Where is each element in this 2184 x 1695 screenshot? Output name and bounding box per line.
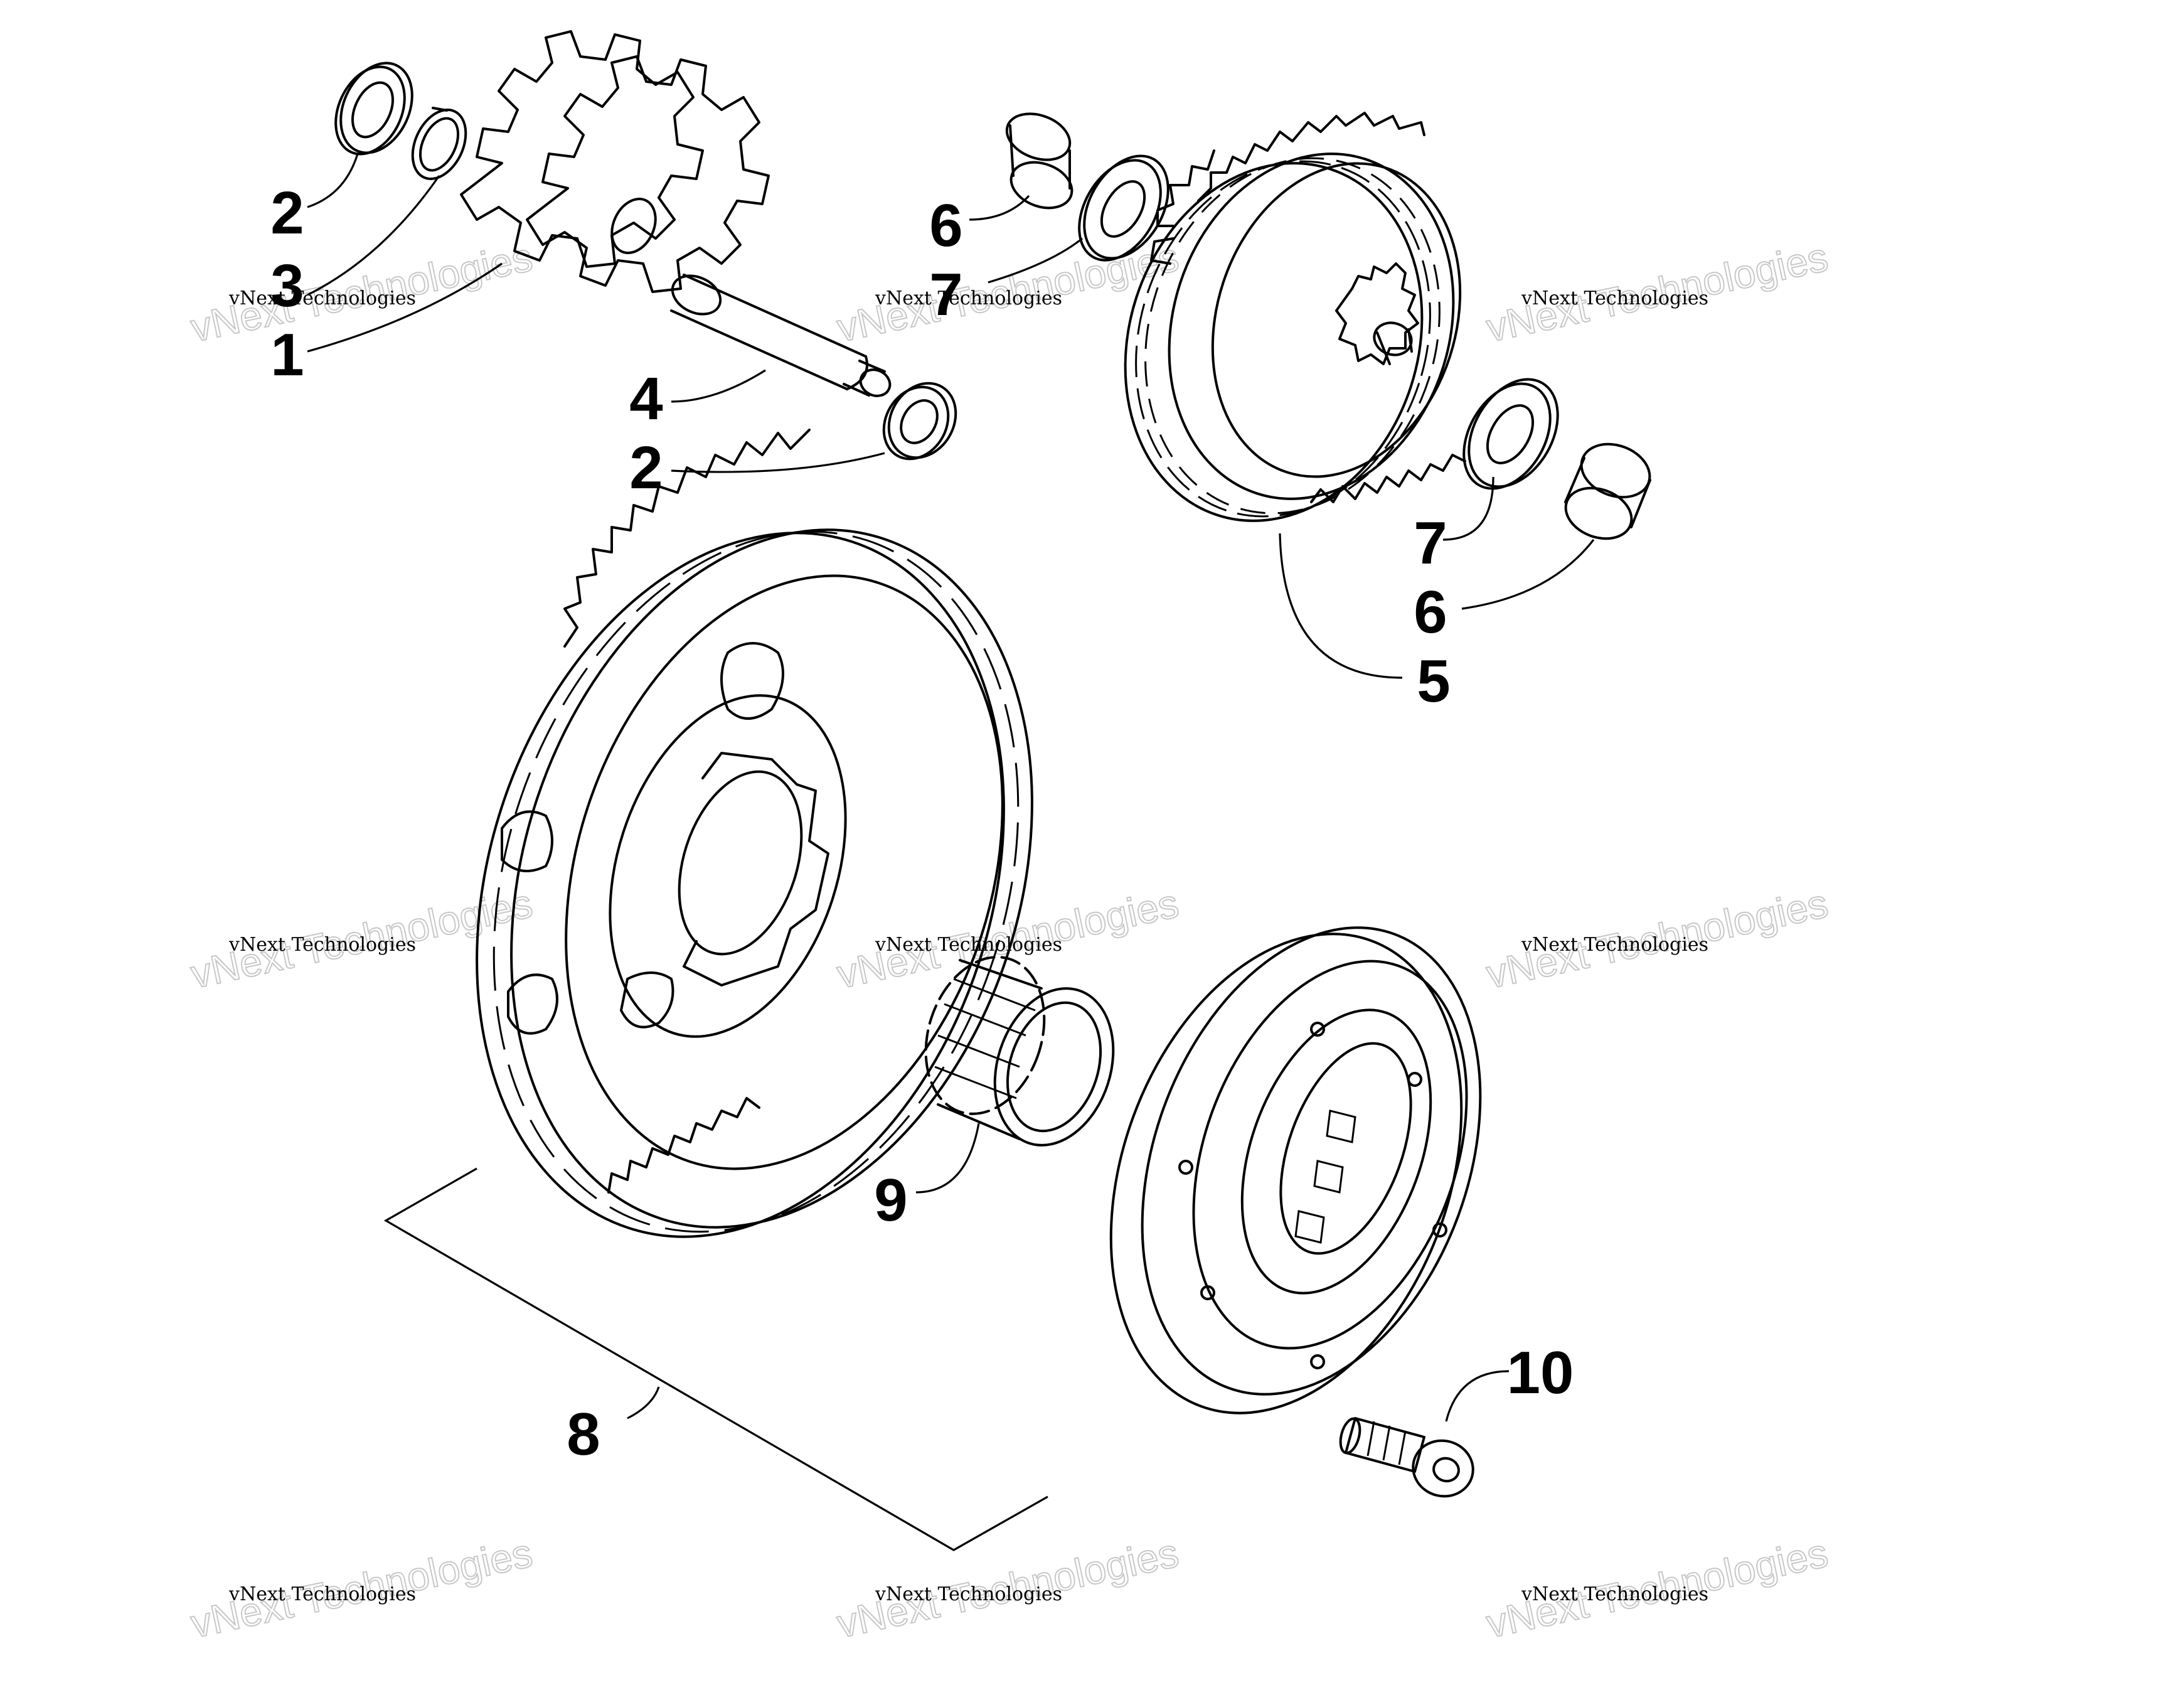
starter-clutch-housing [1109,926,1482,1414]
watermark-small-text: vNext Technologies [875,287,1062,309]
washer-part-2-bottom [882,382,957,461]
watermark-small-text: vNext Technologies [228,287,416,309]
shaft-part-4 [670,274,892,397]
watermark-small-text: vNext Technologies [228,1583,416,1605]
bushing-part-6-top [1005,112,1073,210]
watermark-small-text: vNext Technologies [1521,934,1708,956]
washer-part-2-top [334,61,413,156]
callout-labels: 2 3 1 4 2 6 7 7 6 5 9 8 10 [270,179,1574,1468]
watermark-tile: vNext Technologies vNext Technologies [1482,1529,1833,1647]
watermark-small-text: vNext Technologies [875,1583,1062,1605]
callout-2-washer: 2 [629,434,663,501]
watermark-tile: vNext Technologies vNext Technologies [1482,233,1833,351]
callout-6-bushing: 6 [929,192,962,259]
watermark-tile: vNext Technologies vNext Technologies [186,880,537,998]
callout-1-idler-gear: 1 [270,321,304,388]
callout-7-washer: 7 [1414,510,1447,577]
watermark-small-text: vNext Technologies [228,934,416,956]
bushing-part-6-right [1564,442,1651,540]
callout-4-shaft: 4 [629,365,663,432]
leader-lines [307,153,1595,1422]
watermark-tile: vNext Technologies vNext Technologies [833,1529,1183,1647]
snap-ring-part-3 [411,107,467,180]
watermark-tile: vNext Technologies vNext Technologies [186,233,537,351]
callout-3-snap-ring: 3 [270,252,304,319]
reduction-gear-part-5 [1124,112,1466,522]
callout-6-bushing: 6 [1414,579,1447,646]
watermark-small-text: vNext Technologies [1521,1583,1708,1605]
needle-bearing-part-9 [924,956,1115,1147]
callout-2-washer: 2 [270,179,304,247]
watermark-layer: vNext Technologies vNext Technologies vN… [186,233,1833,1647]
callout-5-reduction-gear: 5 [1417,648,1450,715]
watermark-small-text: vNext Technologies [1521,287,1708,309]
washer-part-7-right [1462,378,1559,490]
cap-screw-part-10 [1339,1417,1474,1498]
watermark-tile: vNext Technologies vNext Technologies [186,1529,537,1647]
callout-7-washer: 7 [929,261,962,328]
watermark-small-text: vNext Technologies [875,934,1062,956]
assembly-bracket-part-8 [383,1167,1048,1551]
callout-8-starter-gear: 8 [567,1401,600,1468]
watermark-tile: vNext Technologies vNext Technologies [833,880,1183,998]
callout-10-cap-screw: 10 [1507,1339,1574,1406]
starter-driven-gear-part-8 [476,429,1033,1238]
idler-gear-part-1 [460,30,770,293]
callout-9-needle-bearing: 9 [874,1167,907,1234]
watermark-tile: vNext Technologies vNext Technologies [1482,880,1833,998]
